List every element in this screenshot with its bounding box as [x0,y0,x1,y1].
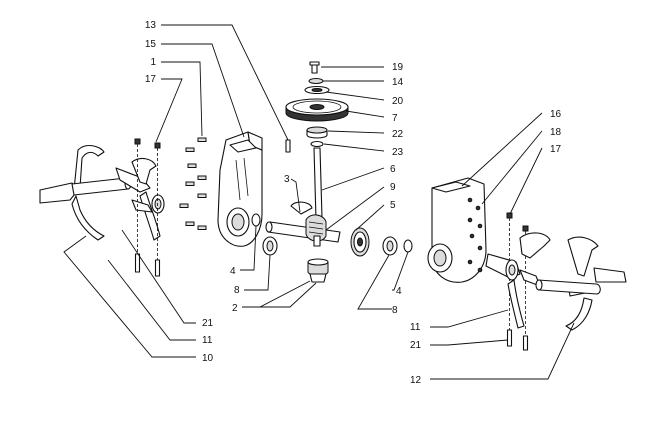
callout-12: 12 [410,375,422,386]
callout-21-left: 21 [202,318,214,329]
callout-labels: 13 15 1 17 19 14 20 7 22 23 16 18 17 3 6… [145,20,562,386]
bearing-left [251,213,278,256]
tine-assembly-left-inner [115,157,165,241]
callout-23: 23 [392,147,404,158]
callout-1: 1 [150,57,156,68]
shaft-assembly [265,147,341,247]
gear [350,227,370,257]
callout-5: 5 [390,200,396,211]
tine-assembly-right-outer [535,236,627,331]
callout-17-left: 17 [145,74,157,85]
pulley-stack [285,61,349,148]
leader-lines [63,24,575,380]
tine-assembly-left-outer [39,144,132,241]
callout-3: 3 [284,174,290,185]
callout-11-right: 11 [410,322,421,333]
callout-14: 14 [392,77,404,88]
callout-22: 22 [392,129,404,140]
worm-gear-bearing [307,258,329,283]
callout-11-left: 11 [202,335,213,346]
callout-15: 15 [145,39,157,50]
pin [285,139,291,153]
bolt-long-left [134,138,161,277]
callout-10: 10 [202,353,214,364]
callout-17-right: 17 [550,144,562,155]
callout-8-right: 8 [392,305,398,316]
callout-4-right: 4 [396,286,402,297]
callout-20: 20 [392,96,404,107]
callout-8-left: 8 [234,285,240,296]
bolt-long-right [506,212,529,351]
callout-6: 6 [390,164,396,175]
callout-18: 18 [550,127,562,138]
bearing-right [382,236,413,256]
callout-7: 7 [392,113,398,124]
transmission-housing-right [427,177,487,283]
small-bolts-left [179,137,207,230]
callout-4-left: 4 [230,266,236,277]
callout-13: 13 [145,20,157,31]
callout-19: 19 [392,62,404,73]
callout-21-right: 21 [410,340,422,351]
callout-16: 16 [550,109,562,120]
callout-9: 9 [390,182,396,193]
tine-assembly-right-inner [485,232,551,329]
transmission-housing-left [217,131,263,247]
callout-2: 2 [232,303,238,314]
